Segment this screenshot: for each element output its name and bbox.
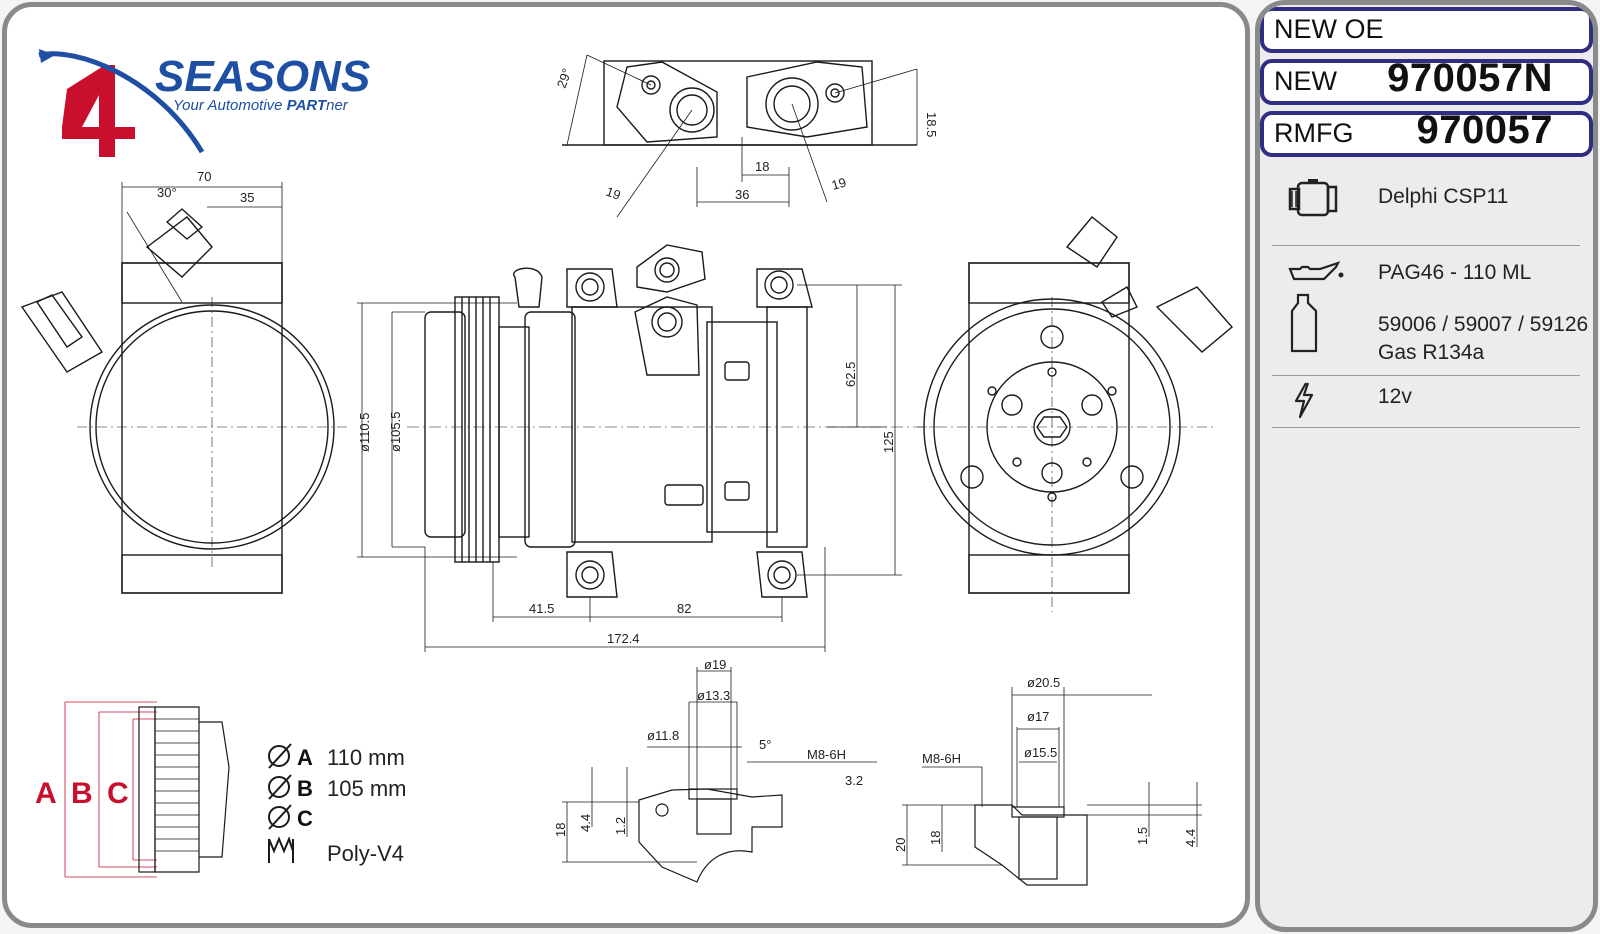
code-label-rmfg: RMFG xyxy=(1274,118,1354,148)
dim-h-18-right: 18 xyxy=(928,831,943,845)
port-detail-right xyxy=(902,687,1202,886)
oil-spec: PAG46 - 110 ML xyxy=(1378,261,1532,284)
dim-dia-105-5: ø105.5 xyxy=(388,412,403,452)
dim-82: 82 xyxy=(677,601,691,616)
oil-bottle-icon xyxy=(1290,293,1318,353)
port-detail-right-labels: ø20.5 ø17 ø15.5 M8-6H 20 18 1.5 4.4 xyxy=(893,675,1198,852)
right-pulley-view xyxy=(917,216,1233,612)
lightning-icon xyxy=(1294,382,1314,419)
diameter-icon xyxy=(268,743,292,769)
logo-wordmark: SEASONS xyxy=(155,52,370,101)
dim-h-4-4-left: 4.4 xyxy=(578,814,593,832)
dim-dia-110-5: ø110.5 xyxy=(357,412,372,452)
code-value-rmfg: 970057 xyxy=(1416,108,1553,152)
dim-35: 35 xyxy=(240,190,254,205)
dim-18: 18 xyxy=(755,159,769,174)
logo-tagline: Your Automotive PARTner xyxy=(173,97,349,114)
belt-profile-icon xyxy=(268,836,294,863)
dim-angle-30: 30° xyxy=(157,185,177,200)
code-box-new: NEW 970057N xyxy=(1260,56,1593,105)
pulley-letter-c: C xyxy=(107,777,129,810)
brand-logo: SEASONS Your Automotive PARTner xyxy=(38,49,370,157)
dim-roughness: 3.2 xyxy=(845,773,863,788)
left-side-labels: 70 35 30° xyxy=(157,169,254,205)
dim-19-right: 19 xyxy=(830,175,848,193)
dim-dia-13-3: ø13.3 xyxy=(697,688,730,703)
dim-angle-5: 5° xyxy=(759,737,771,752)
dim-dia-20-5: ø20.5 xyxy=(1027,675,1060,690)
dim-dia-15-5: ø15.5 xyxy=(1024,745,1057,760)
port-detail-left xyxy=(562,667,877,883)
diameter-icon xyxy=(268,804,292,830)
voltage-spec: 12v xyxy=(1378,385,1412,408)
compressor-model: Delphi CSP11 xyxy=(1378,185,1509,208)
dim-h-1-5: 1.5 xyxy=(1135,827,1150,845)
dim-18-5: 18.5 xyxy=(924,112,939,137)
code-box-new-oe: NEW OE xyxy=(1260,7,1593,53)
dim-thread-left: M8-6H xyxy=(807,747,846,762)
port-detail-left-labels: ø19 ø13.3 ø11.8 5° M8-6H 3.2 18 4.4 1.2 xyxy=(553,657,863,837)
legend-letter-b: B xyxy=(297,776,313,801)
dim-dia-11-8: ø11.8 xyxy=(647,728,679,743)
logo-swoosh xyxy=(38,51,205,154)
spec-row-oil: PAG46 - 110 ML 59006 / 59007 / 59126 Gas… xyxy=(1272,245,1588,376)
pulley-letter-b: B xyxy=(71,777,93,810)
dim-41-5: 41.5 xyxy=(529,601,554,616)
main-view-labels: ø110.5 ø105.5 62.5 125 41.5 82 172.4 xyxy=(357,362,896,646)
pulley-letter-a: A xyxy=(35,777,57,810)
dim-h-1-2: 1.2 xyxy=(613,817,628,835)
oil-part-numbers: 59006 / 59007 / 59126 xyxy=(1378,313,1589,336)
code-value-new: 970057N xyxy=(1387,56,1553,100)
belt-type: Poly-V4 xyxy=(327,841,404,866)
main-front-view xyxy=(357,244,937,652)
spec-panel: NEW OE NEW 970057N RMFG 970057 Delphi CS… xyxy=(1255,0,1598,932)
dim-62-5: 62.5 xyxy=(843,362,858,387)
spec-row-compressor: Delphi CSP11 xyxy=(1272,165,1580,246)
dim-dia-17: ø17 xyxy=(1027,709,1049,724)
technical-drawing: SEASONS Your Automotive PARTner 29° 18.5… xyxy=(20,49,1233,886)
dim-125: 125 xyxy=(881,431,896,453)
logo-digit-shape xyxy=(62,65,135,157)
spec-row-voltage: 12v xyxy=(1272,375,1580,428)
dim-dia-19: ø19 xyxy=(704,657,726,672)
dim-thread-right: M8-6H xyxy=(922,751,961,766)
code-label-new-oe: NEW OE xyxy=(1274,14,1384,44)
code-box-rmfg: RMFG 970057 xyxy=(1260,108,1593,157)
dim-36: 36 xyxy=(735,187,749,202)
left-side-view xyxy=(20,182,347,594)
pulley-letters: A B C xyxy=(35,777,129,810)
dim-h-18-left: 18 xyxy=(553,823,568,837)
dim-70: 70 xyxy=(197,169,211,184)
legend-value-a: 110 mm xyxy=(327,745,405,770)
oil-can-icon xyxy=(1288,261,1344,281)
legend-letter-c: C xyxy=(297,806,313,831)
dim-19-left: 19 xyxy=(604,184,623,203)
pulley-legend: A 110 mm B 105 mm C Poly-V4 xyxy=(268,743,406,866)
refrigerant-type: Gas R134a xyxy=(1378,341,1485,364)
drawing-panel: SEASONS Your Automotive PARTner 29° 18.5… xyxy=(2,2,1250,928)
legend-value-b: 105 mm xyxy=(327,776,406,801)
diameter-icon xyxy=(268,774,292,800)
logo-swoosh-arrow xyxy=(39,49,55,63)
dim-h-20: 20 xyxy=(893,838,908,852)
pulley-profile xyxy=(64,701,230,878)
top-view xyxy=(562,54,918,218)
dim-172-4: 172.4 xyxy=(607,631,640,646)
dim-angle-29: 29° xyxy=(554,66,575,90)
top-view-labels: 29° 18.5 19 18 36 19 xyxy=(554,66,939,202)
compressor-icon xyxy=(1288,179,1338,217)
legend-letter-a: A xyxy=(297,745,313,770)
code-label-new: NEW xyxy=(1274,66,1337,96)
dim-h-4-4-right: 4.4 xyxy=(1183,829,1198,847)
